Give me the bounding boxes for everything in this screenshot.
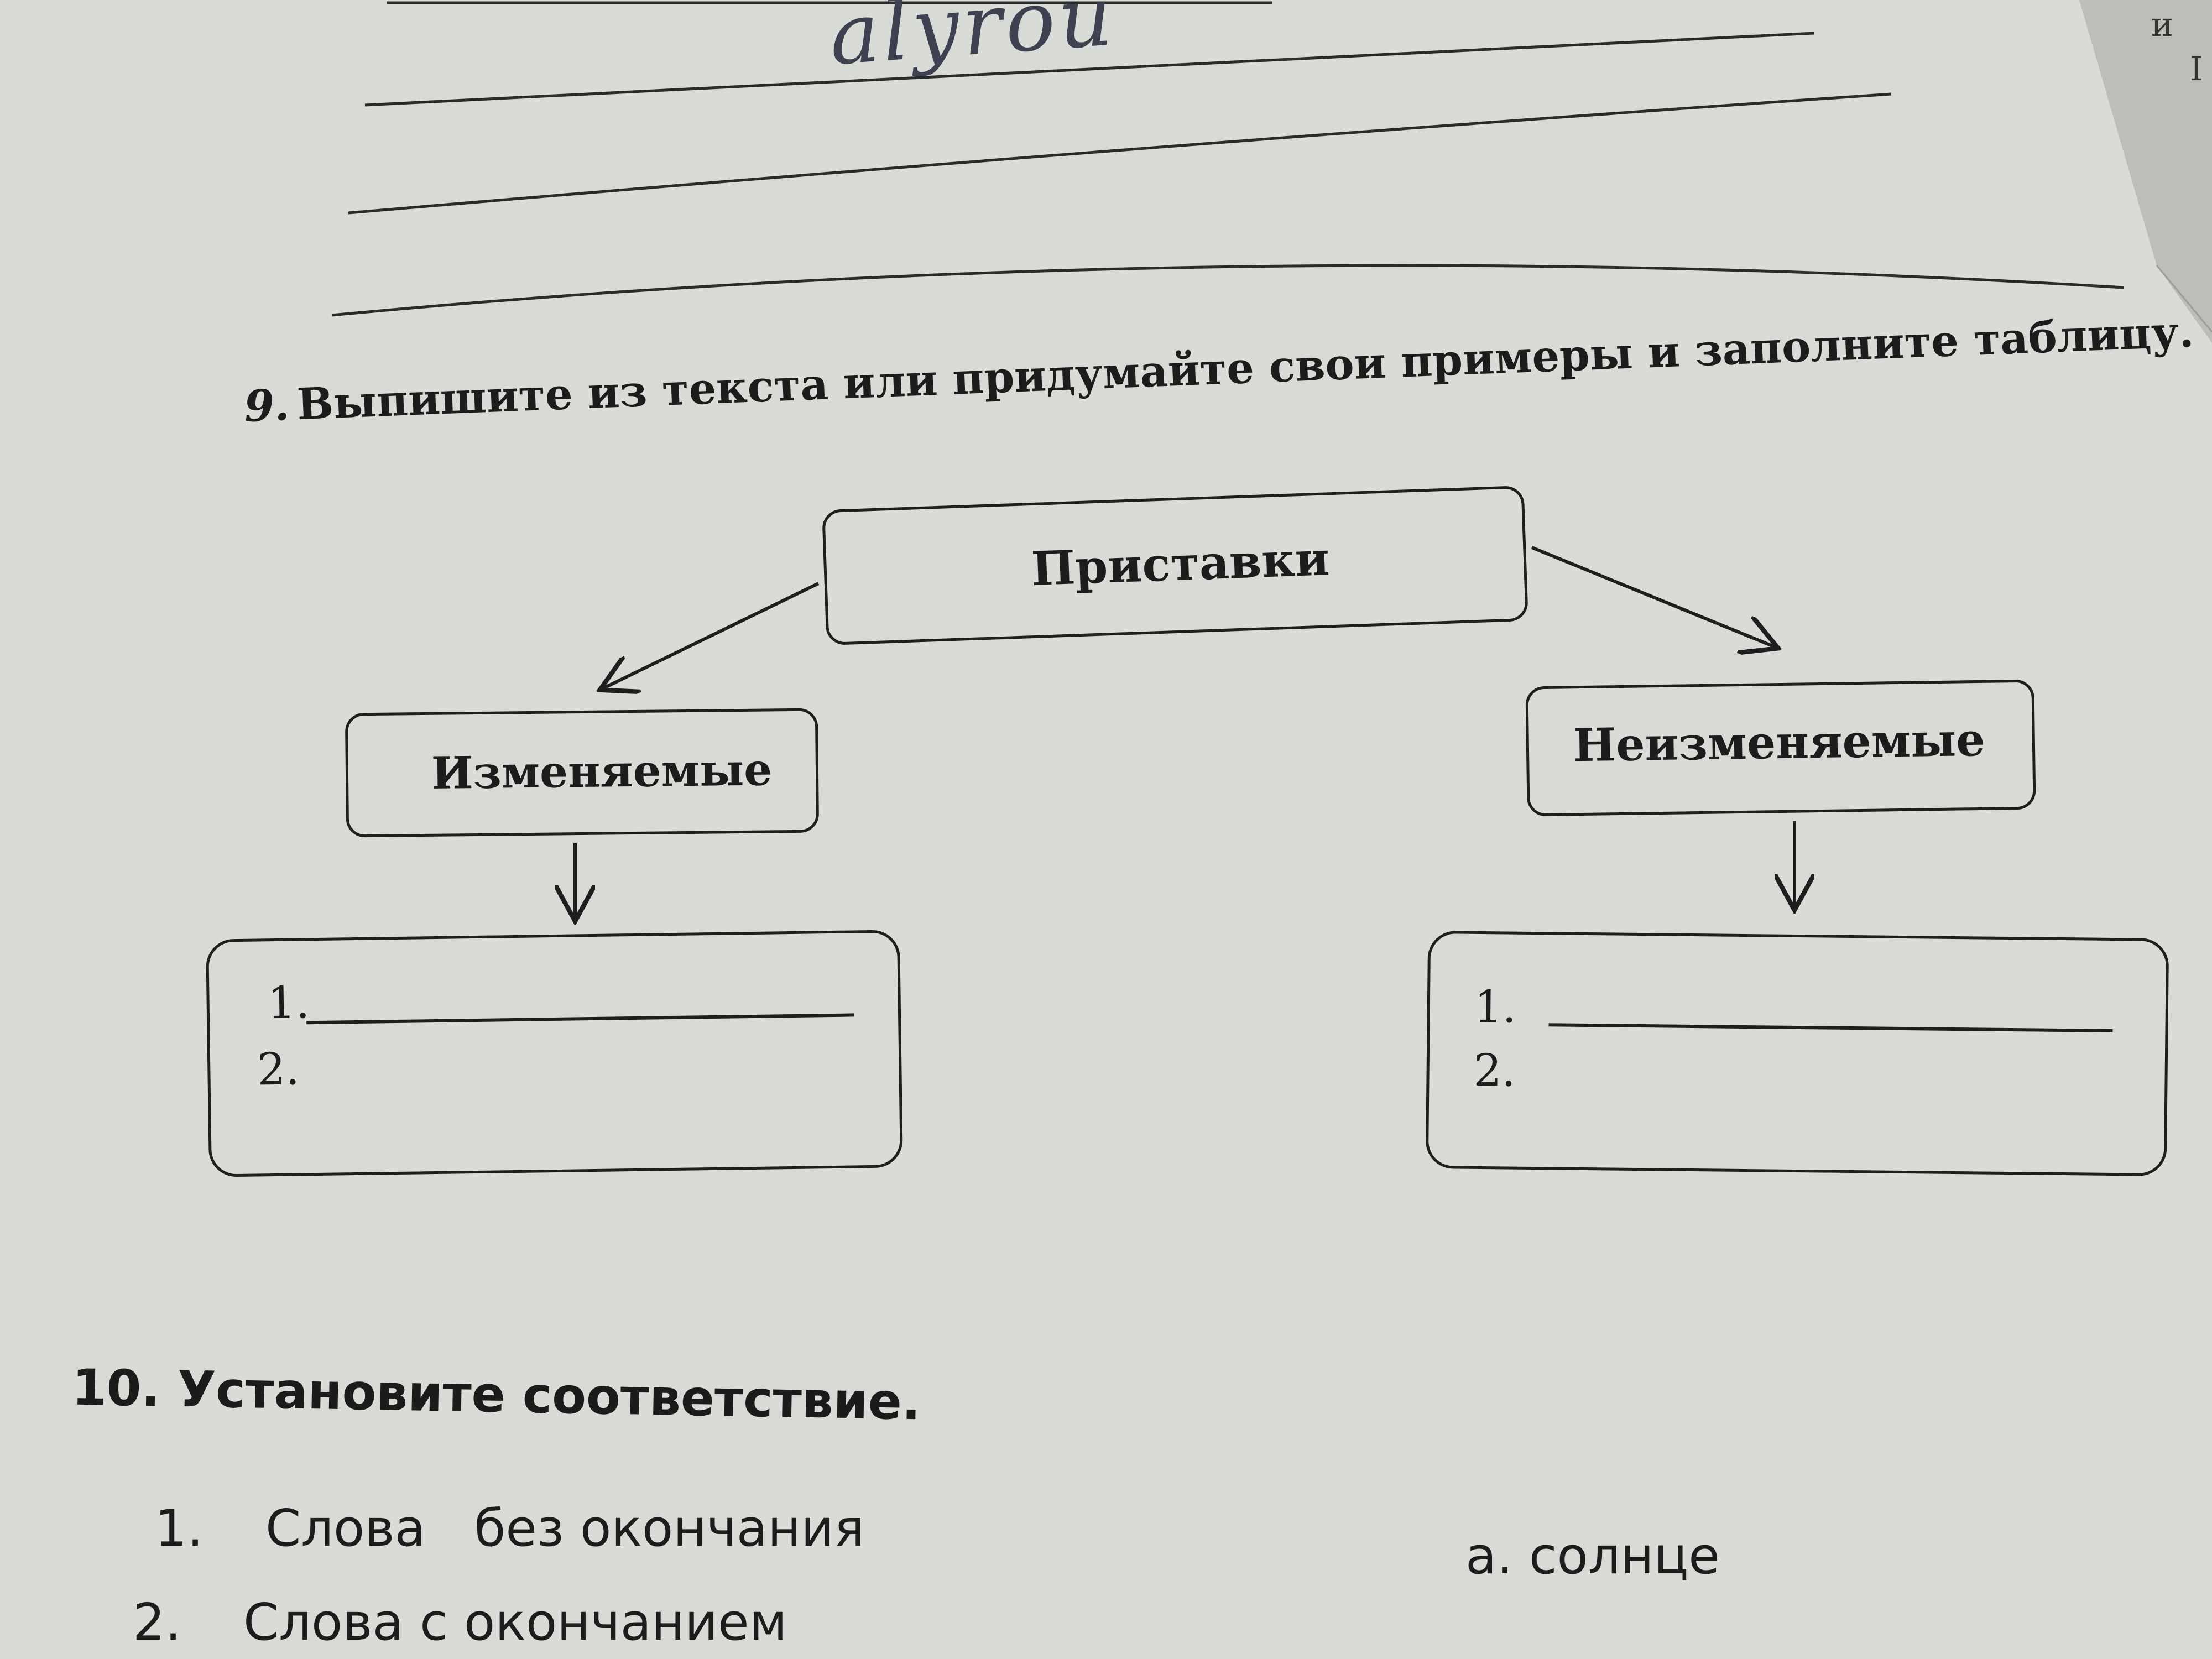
match-item-2: 2. Слова с окончанием: [133, 1593, 787, 1652]
match-item-2-number: 2.: [133, 1593, 181, 1652]
match-item-2-text: Слова с окончанием: [243, 1593, 787, 1652]
arrow-root-to-right: [1531, 546, 1775, 647]
corner-letter-2: I: [2190, 50, 2203, 88]
corner-letter-1: и: [2151, 6, 2173, 44]
writing-lines: [331, 1, 2124, 317]
match-item-1-text: Слова без окончания: [265, 1499, 865, 1558]
match-item-1-number: 1.: [155, 1499, 204, 1558]
match-answer-a: а. солнце: [1465, 1526, 1720, 1585]
arrow-root-to-left: [603, 582, 820, 688]
match-item-1: 1. Слова без окончания: [155, 1499, 864, 1558]
